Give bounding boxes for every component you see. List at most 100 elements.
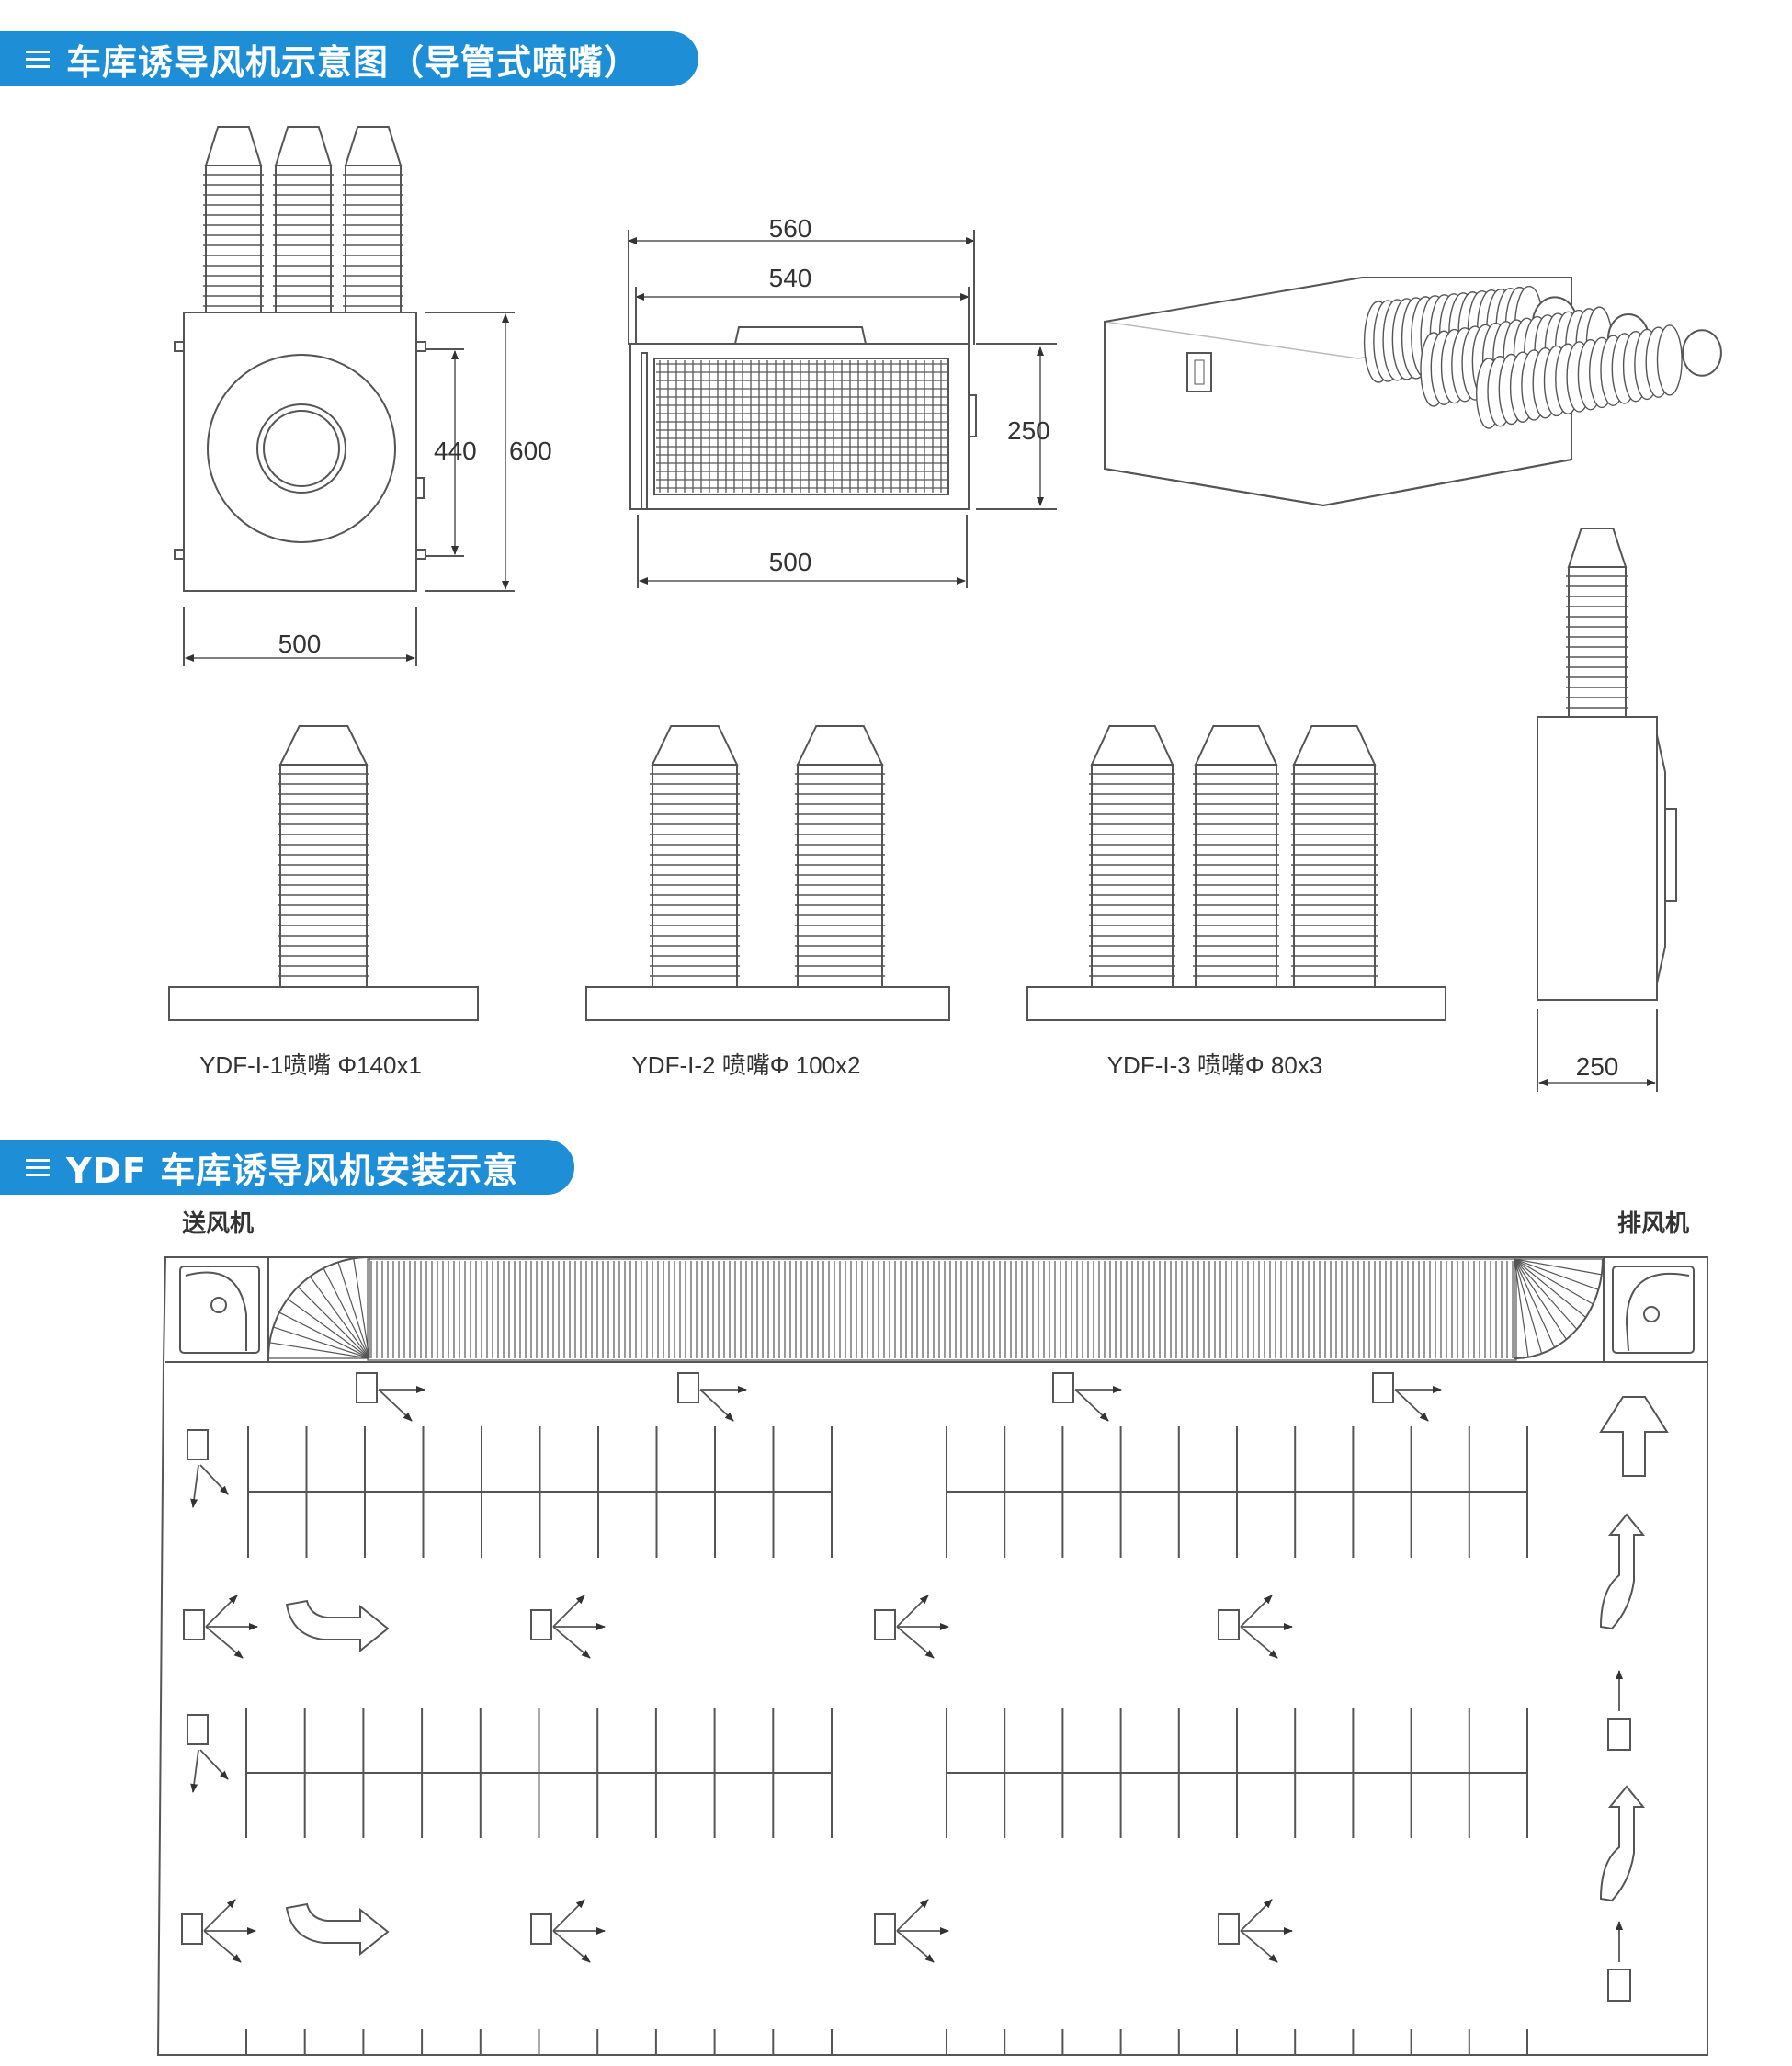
nozzle-body bbox=[1568, 566, 1627, 718]
inducer-fan bbox=[187, 1714, 229, 1793]
iso-view bbox=[1104, 277, 1722, 507]
nozzle-tip bbox=[1682, 329, 1722, 377]
flow-arrow bbox=[1240, 1626, 1278, 1659]
model-views bbox=[168, 725, 1446, 1021]
exhaust-fan bbox=[1612, 1266, 1695, 1354]
inducer-body bbox=[677, 1372, 699, 1403]
model-3-label: YDF-I-3 喷嘴Φ 80x3 bbox=[1107, 1051, 1323, 1079]
elbow-right bbox=[1514, 1258, 1604, 1359]
inducer-body bbox=[1218, 1913, 1240, 1945]
inducer-fan bbox=[1052, 1372, 1122, 1422]
flow-arrow bbox=[203, 1899, 236, 1932]
inducer-fan bbox=[187, 1429, 229, 1508]
elbow-rib bbox=[297, 1286, 370, 1359]
inducer-fan bbox=[530, 1595, 606, 1659]
u-turn-arrow bbox=[285, 1599, 390, 1653]
nozzle bbox=[795, 725, 885, 988]
nozzle bbox=[650, 725, 740, 988]
mounting-base bbox=[1026, 986, 1446, 1021]
nozzle-body bbox=[1195, 764, 1277, 988]
supply-fan-label: 送风机 bbox=[182, 1210, 254, 1238]
inducer-fan bbox=[1372, 1372, 1442, 1422]
flow-arrow bbox=[552, 1930, 591, 1963]
nozzle bbox=[1193, 725, 1279, 988]
inducer-body bbox=[1218, 1609, 1240, 1640]
inducer-body bbox=[874, 1609, 896, 1640]
nozzle bbox=[1291, 725, 1378, 988]
elbow-rib bbox=[278, 1311, 370, 1359]
model-view bbox=[1026, 725, 1446, 1021]
nozzle-body bbox=[797, 764, 883, 988]
elbow-rib bbox=[287, 1298, 370, 1359]
nozzle bbox=[1566, 528, 1628, 718]
inducer-body bbox=[181, 1913, 203, 1945]
inducer-fan bbox=[530, 1899, 606, 1963]
elbow-rib bbox=[269, 1342, 370, 1359]
flow-arrow bbox=[552, 1626, 591, 1659]
inducer-body bbox=[874, 1913, 896, 1945]
front-view bbox=[174, 126, 515, 666]
inducer-fan bbox=[1218, 1899, 1293, 1963]
nozzle-tip bbox=[274, 126, 333, 166]
menu-icon bbox=[26, 46, 50, 73]
nozzle-tip bbox=[344, 126, 403, 166]
grille bbox=[656, 360, 947, 493]
exhaust-fan-icon bbox=[1643, 1306, 1660, 1322]
flow-arrow bbox=[896, 1595, 929, 1628]
end-depth-label: 250 bbox=[1576, 1052, 1619, 1081]
nozzle-body bbox=[1091, 764, 1174, 988]
flow-arrow bbox=[378, 1389, 413, 1422]
elbow-rib bbox=[1514, 1258, 1556, 1348]
installation-plan bbox=[156, 1256, 1708, 2056]
inducer-fan bbox=[181, 1899, 256, 1963]
supply-fan bbox=[179, 1266, 260, 1354]
front-nozzles bbox=[203, 126, 403, 313]
nozzle-tip bbox=[1567, 528, 1628, 568]
flow-arrow bbox=[1240, 1595, 1273, 1628]
air-duct bbox=[267, 1256, 1604, 1361]
inducer-body bbox=[530, 1913, 552, 1945]
header-top-title: 车库诱导风机示意图（导管式喷嘴） bbox=[66, 41, 641, 83]
inducer-body bbox=[1372, 1372, 1394, 1403]
inducer-fan bbox=[1218, 1595, 1293, 1659]
inducer-body bbox=[1607, 1969, 1631, 2002]
flow-arrow bbox=[896, 1899, 929, 1932]
supply-fan-icon bbox=[210, 1297, 227, 1313]
side-bottom-width-label: 500 bbox=[769, 548, 812, 576]
nozzle-body bbox=[345, 165, 402, 313]
nozzle-tip bbox=[204, 126, 263, 166]
inducer-fans bbox=[181, 1372, 1631, 2002]
elbow-rib bbox=[1514, 1258, 1587, 1318]
flow-arrow bbox=[205, 1595, 238, 1628]
model-view bbox=[585, 725, 950, 1021]
elbow-left bbox=[267, 1256, 370, 1359]
flow-arrow bbox=[199, 1464, 229, 1495]
flow-arrow bbox=[552, 1899, 585, 1932]
flow-arrow bbox=[1074, 1389, 1109, 1422]
nozzle-body bbox=[1293, 764, 1376, 988]
elbow-rib bbox=[1514, 1258, 1543, 1354]
nozzle-tip bbox=[1090, 725, 1174, 766]
elbow-rib bbox=[337, 1262, 370, 1359]
elbow-rib bbox=[353, 1258, 370, 1359]
elbow-rib bbox=[323, 1267, 370, 1359]
elbow-rib bbox=[309, 1276, 370, 1359]
inducer-body bbox=[530, 1609, 552, 1640]
elbow-rib bbox=[273, 1326, 370, 1359]
flow-arrow bbox=[896, 1626, 935, 1659]
nozzle-body bbox=[275, 165, 332, 313]
u-turn-arrow bbox=[285, 1902, 390, 1957]
inducer-fan bbox=[1607, 1670, 1631, 1751]
inducer-body bbox=[356, 1372, 378, 1403]
model-2-label: YDF-I-2 喷嘴Φ 100x2 bbox=[631, 1051, 860, 1079]
nozzle-rib bbox=[1656, 324, 1683, 396]
flow-arrows bbox=[285, 1396, 1669, 1957]
up-arrow bbox=[1599, 1396, 1669, 1477]
iso-nozzle bbox=[1475, 324, 1722, 429]
nozzle bbox=[203, 126, 264, 313]
inducer-fan bbox=[677, 1372, 747, 1422]
nozzle bbox=[273, 126, 334, 313]
elbow-rib bbox=[1514, 1258, 1578, 1330]
flow-arrow bbox=[205, 1626, 244, 1659]
